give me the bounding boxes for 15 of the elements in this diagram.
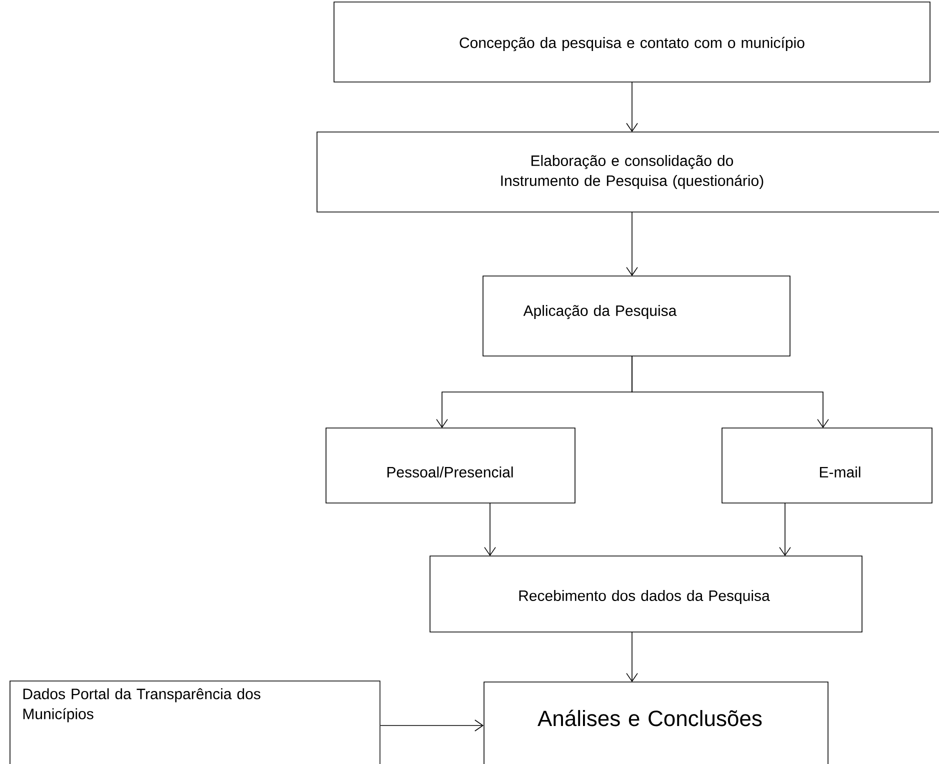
- arrow: [779, 502, 791, 556]
- arrow: [632, 356, 829, 428]
- process-box: E-mail: [722, 428, 932, 504]
- arrow: [484, 502, 496, 556]
- process-box: Análises e Conclusões: [484, 682, 828, 764]
- arrow: [626, 82, 638, 132]
- process-box: Aplicação da Pesquisa: [482, 276, 790, 356]
- process-box: Concepção da pesquisa e contato com o município: [334, 2, 930, 82]
- process-box: Elaboração e consolidação do Instrumento de Pesquisa (questionário): [316, 132, 939, 212]
- arrow: [380, 720, 484, 732]
- arrow: [626, 632, 638, 682]
- arrow: [626, 212, 638, 276]
- process-box: Dados Portal da Transparência dos Municípios: [10, 680, 380, 764]
- process-box: Recebimento dos dados da Pesquisa: [430, 556, 862, 632]
- process-box: Pessoal/Presencial: [326, 428, 576, 504]
